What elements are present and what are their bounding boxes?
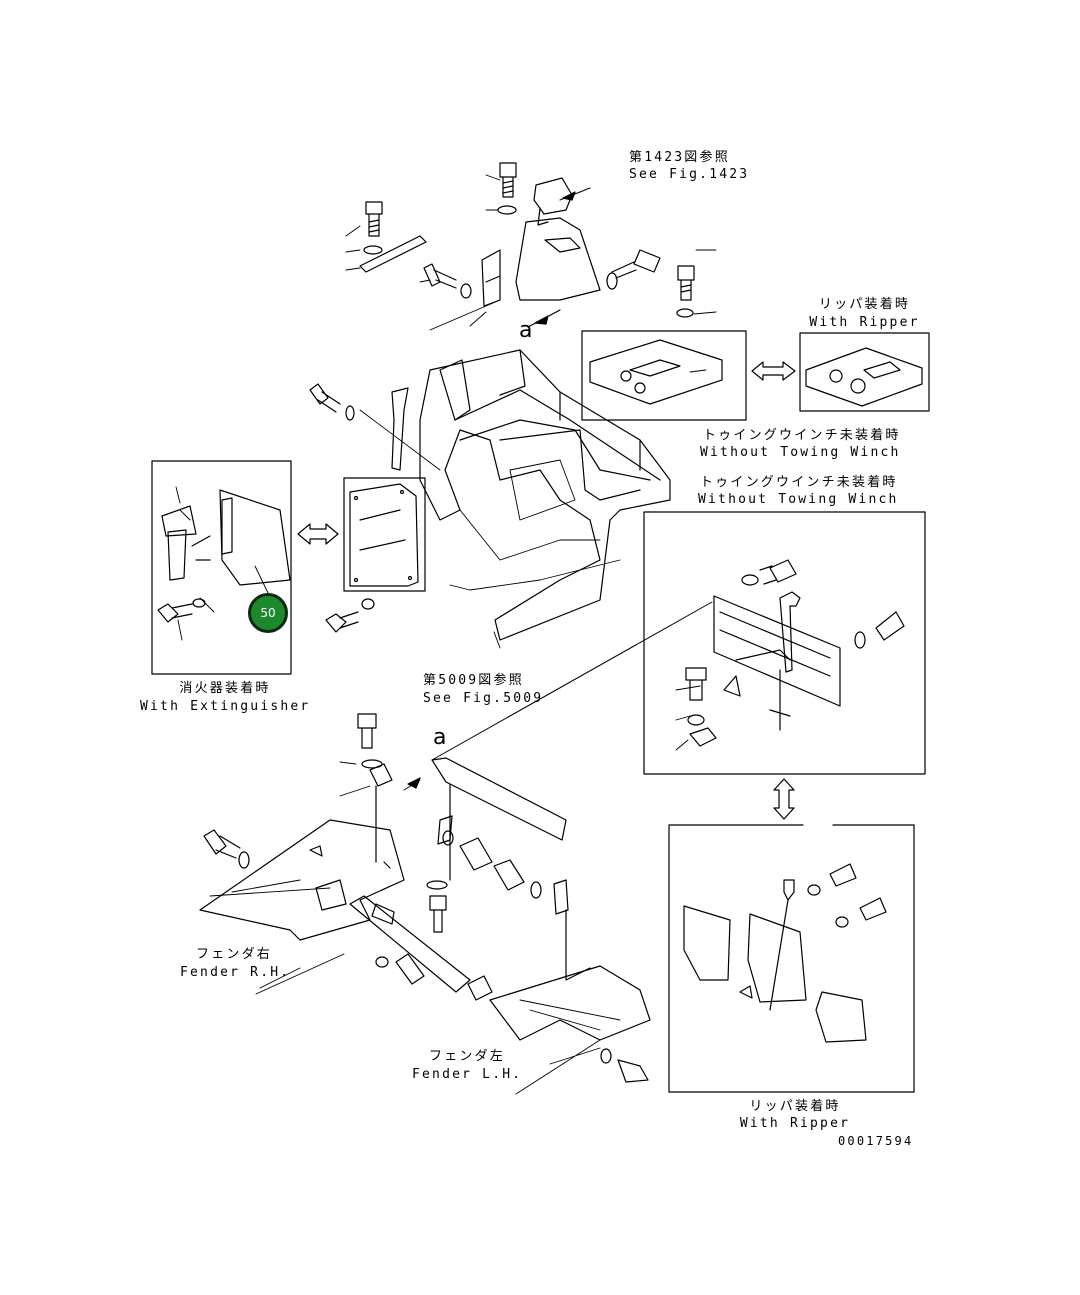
bolt-fender-rh <box>203 829 241 859</box>
bolt-fender-lh <box>617 1059 649 1083</box>
drawing-number: 00017594 <box>838 1134 914 1148</box>
double-arrow-vertical <box>773 778 795 820</box>
with-ripper-top-en: With Ripper <box>809 315 920 330</box>
bolt-lower-4 <box>429 895 447 933</box>
see-fig-5009-en: See Fig.5009 <box>423 691 544 706</box>
bolt-ripper-2 <box>859 897 887 921</box>
main-frame <box>419 349 671 641</box>
ripper-plate-left <box>683 905 731 981</box>
bolt-side-1 <box>611 249 661 279</box>
bolt-top-2 <box>365 201 383 237</box>
extinguisher <box>167 529 187 581</box>
with-ripper-bottom-en: With Ripper <box>739 1116 851 1131</box>
with-extinguisher-en: With Extinguisher <box>140 699 311 714</box>
bolt-side-2 <box>423 263 457 289</box>
without-winch-right-jp: トゥイングウインチ未装着時 <box>700 475 898 490</box>
plate-ripper-top <box>805 347 923 407</box>
plate-right-detail <box>713 595 841 707</box>
double-arrow-left <box>297 523 339 545</box>
frame-cover-detail <box>343 477 426 592</box>
bolt-left-1 <box>309 383 341 413</box>
bolt-right-3 <box>685 667 707 701</box>
see-fig-5009-jp: 第5009図参照 <box>423 673 524 688</box>
fender-lh-en: Fender L.H. <box>412 1067 523 1082</box>
detail-marker-a-bottom: a <box>433 725 447 750</box>
with-extinguisher-jp: 消火器装着時 <box>179 681 271 696</box>
bolt-lower-3 <box>493 859 525 891</box>
crossbar <box>349 895 471 993</box>
bolt-top-3 <box>677 265 695 301</box>
detail-marker-a-top: a <box>519 318 533 343</box>
long-bracket <box>431 757 567 841</box>
fender-rh-en: Fender R.H. <box>180 965 291 980</box>
fender-rh-jp: フェンダ右 <box>196 947 273 962</box>
bolt-lower-1 <box>357 713 377 749</box>
frame-ripper-top <box>799 332 930 412</box>
bolt-bottom-left <box>325 611 359 633</box>
with-ripper-top-jp: リッパ装着時 <box>818 297 911 312</box>
frame-extinguisher <box>151 460 292 675</box>
bolt-top-1 <box>499 162 517 198</box>
without-winch-mid-jp: トゥイングウインチ未装着時 <box>703 428 901 443</box>
ripper-plate-right <box>815 991 867 1043</box>
bolt-lower-2 <box>459 837 493 871</box>
ripper-plate-center <box>747 913 807 1003</box>
see-fig-1423-jp: 第1423図参照 <box>629 150 730 165</box>
double-arrow-top <box>751 361 796 381</box>
frame-ripper-bottom <box>668 824 915 1093</box>
bolt-ripper-1 <box>829 863 857 887</box>
bolt-fender-mid <box>395 953 425 985</box>
lever <box>391 387 409 471</box>
bolt-right-2 <box>875 611 905 641</box>
see-fig-1423-en: See Fig.1423 <box>629 167 750 182</box>
fender-lh-jp: フェンダ左 <box>429 1049 506 1064</box>
bolt-right-1 <box>759 559 797 585</box>
bolt-ext <box>157 603 193 623</box>
without-winch-mid-en: Without Towing Winch <box>700 445 901 460</box>
frame-without-winch-top <box>581 330 747 421</box>
fender-rh <box>199 819 405 941</box>
with-ripper-bottom-jp: リッパ装着時 <box>749 1099 841 1114</box>
fender-lh <box>489 965 651 1041</box>
callout-50[interactable]: 50 <box>248 593 288 633</box>
without-winch-right-en: Without Towing Winch <box>698 492 899 507</box>
valve-block <box>533 177 573 226</box>
frame-without-winch-right <box>643 511 926 775</box>
plate-without-winch <box>589 339 723 405</box>
